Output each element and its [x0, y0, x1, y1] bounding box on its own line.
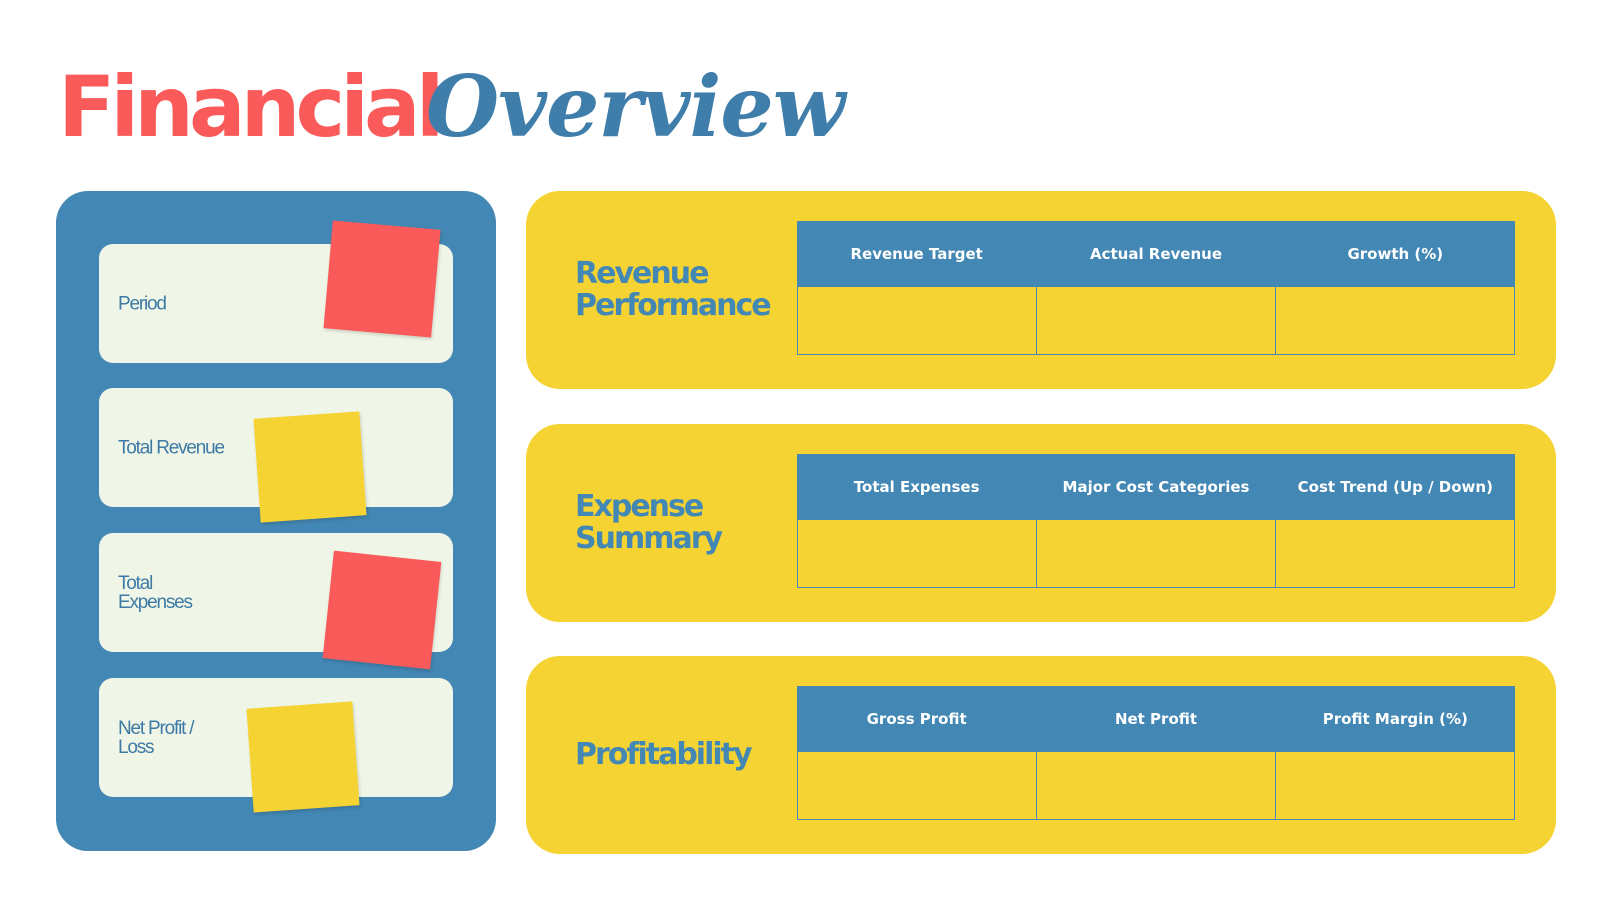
table-header: Total Expenses Major Cost Categories Cos…: [797, 454, 1515, 520]
sticky-note-coral: [322, 550, 442, 670]
column-header: Profit Margin (%): [1322, 710, 1468, 728]
revenue-performance-section: Revenue Performance Revenue Target Actua…: [526, 191, 1556, 389]
section-title: Expense Summary: [575, 489, 723, 556]
table-cell[interactable]: [1037, 287, 1276, 354]
total-revenue-label: Total Revenue: [118, 437, 225, 458]
profitability-section: Profitability Gross Profit Net Profit Pr…: [526, 656, 1556, 854]
title-financial: Financial: [58, 58, 445, 156]
net-profit-label: Net Profit / Loss: [118, 717, 195, 758]
period-label: Period: [118, 293, 167, 314]
table-cell[interactable]: [1276, 752, 1514, 819]
title-overview: Overview: [426, 57, 845, 156]
column-header: Revenue Target: [850, 245, 983, 263]
section-title: Revenue Performance: [575, 256, 772, 323]
table-row: [797, 287, 1515, 355]
column-header: Cost Trend (Up / Down): [1297, 478, 1493, 496]
summary-panel: Period Total Revenue Total Expenses Net …: [56, 191, 496, 851]
table-header: Revenue Target Actual Revenue Growth (%): [797, 221, 1515, 287]
column-header: Net Profit: [1114, 710, 1198, 728]
column-header: Total Expenses: [853, 478, 980, 496]
expense-table: Total Expenses Major Cost Categories Cos…: [797, 454, 1515, 588]
table-cell[interactable]: [798, 752, 1037, 819]
table-cell[interactable]: [1276, 287, 1514, 354]
section-title: Profitability: [575, 737, 753, 772]
table-cell[interactable]: [1037, 520, 1276, 587]
table-cell[interactable]: [1276, 520, 1514, 587]
table-cell[interactable]: [798, 520, 1037, 587]
column-header: Actual Revenue: [1089, 245, 1223, 263]
column-header: Major Cost Categories: [1062, 478, 1250, 496]
sticky-note-coral: [323, 220, 441, 338]
table-header: Gross Profit Net Profit Profit Margin (%…: [797, 686, 1515, 752]
table-row: [797, 520, 1515, 588]
table-cell[interactable]: [798, 287, 1037, 354]
sticky-note-yellow: [246, 701, 360, 813]
profitability-table: Gross Profit Net Profit Profit Margin (%…: [797, 686, 1515, 820]
table-row: [797, 752, 1515, 820]
sticky-note-yellow: [253, 411, 367, 523]
table-cell[interactable]: [1037, 752, 1276, 819]
total-expenses-label: Total Expenses: [118, 572, 193, 613]
column-header: Growth (%): [1347, 245, 1444, 263]
column-header: Gross Profit: [866, 710, 967, 728]
revenue-table: Revenue Target Actual Revenue Growth (%): [797, 221, 1515, 355]
expense-summary-section: Expense Summary Total Expenses Major Cos…: [526, 424, 1556, 622]
